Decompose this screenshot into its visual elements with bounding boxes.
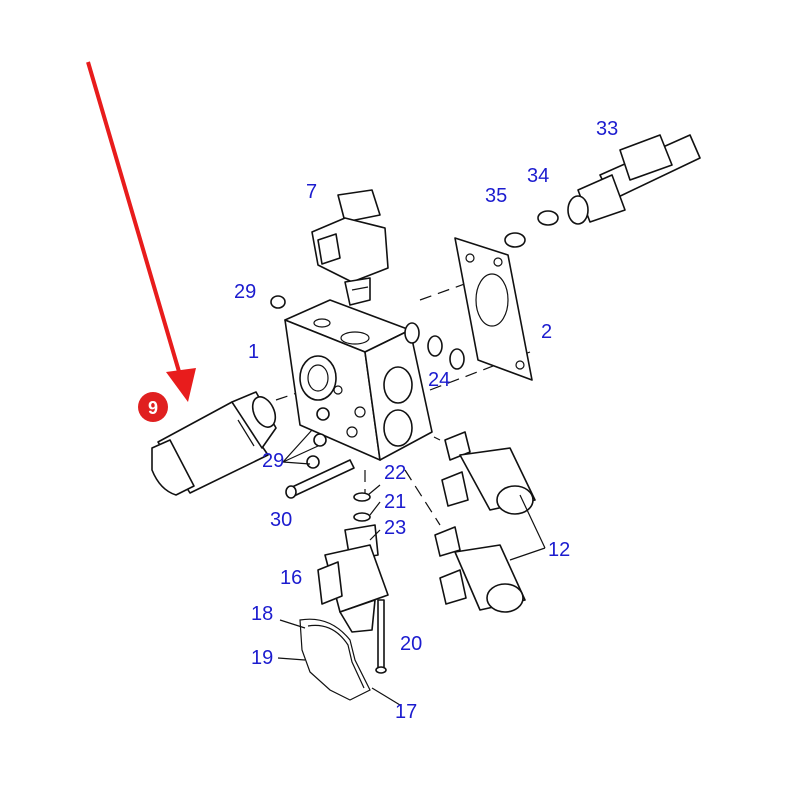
pointer-arrow <box>86 61 196 402</box>
label-23: 23 <box>384 517 406 539</box>
label-12: 12 <box>548 539 570 561</box>
label-19: 19 <box>251 647 273 669</box>
label-29-top: 29 <box>234 281 256 303</box>
part-21-oring[interactable] <box>353 512 371 522</box>
label-2: 2 <box>541 321 552 343</box>
label-29-bottom: 29 <box>262 450 284 472</box>
label-24: 24 <box>428 369 450 391</box>
part-24-orings[interactable] <box>404 322 465 370</box>
part-30-bolt[interactable] <box>285 459 355 499</box>
part-35-seal[interactable] <box>504 232 526 248</box>
part-2-gasket[interactable] <box>454 237 533 381</box>
part-29-plugs[interactable] <box>270 295 330 469</box>
part-33-fitting[interactable] <box>567 134 701 225</box>
part-1-valve-block[interactable] <box>284 299 433 461</box>
label-22: 22 <box>384 462 406 484</box>
label-1: 1 <box>248 341 259 363</box>
label-16: 16 <box>280 567 302 589</box>
highlight-label: 9 <box>148 398 158 418</box>
label-17: 17 <box>395 701 417 723</box>
part-22-oring[interactable] <box>353 492 371 502</box>
part-18-19-clip[interactable] <box>299 618 371 701</box>
label-18: 18 <box>251 603 273 625</box>
part-16-solenoid[interactable] <box>317 524 389 633</box>
label-30: 30 <box>270 509 292 531</box>
label-34: 34 <box>527 165 549 187</box>
part-20-screw[interactable] <box>375 599 387 674</box>
label-33: 33 <box>596 118 618 140</box>
part-7-solenoid[interactable] <box>311 189 389 306</box>
leader-lines <box>277 429 546 706</box>
part-34-seal[interactable] <box>537 210 559 226</box>
part-9-cartridge[interactable] <box>151 391 280 496</box>
label-21: 21 <box>384 491 406 513</box>
part-12-solenoid-lower[interactable] <box>434 526 526 613</box>
label-35: 35 <box>485 185 507 207</box>
highlight-badge[interactable]: 9 <box>138 392 168 422</box>
part-labels: 1 2 7 12 16 17 18 19 20 21 22 23 24 29 2… <box>234 118 618 723</box>
part-12-solenoid-upper[interactable] <box>441 431 536 515</box>
label-7: 7 <box>306 181 317 203</box>
label-20: 20 <box>400 633 422 655</box>
